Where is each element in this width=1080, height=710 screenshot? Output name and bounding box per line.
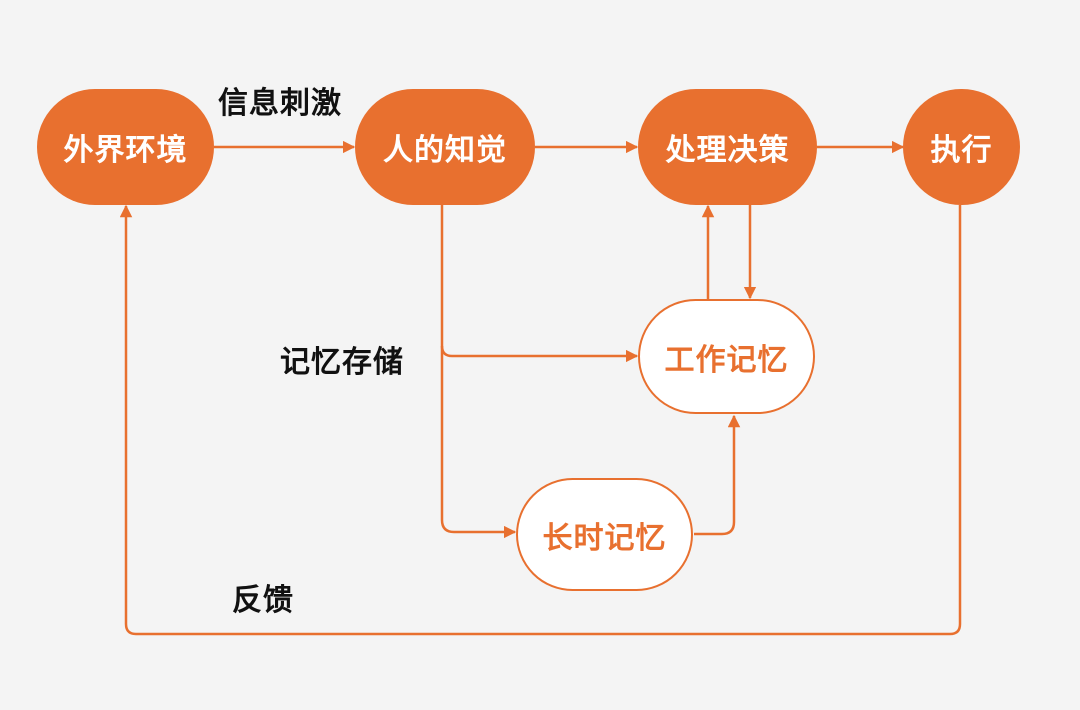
node-long-term-memory: 长时记忆 [516,478,693,591]
arrow-feedback-loop [119,204,962,636]
arrow-perception-to-working-memory [440,205,639,363]
node-decision: 处理决策 [638,89,817,205]
label-stimulus: 信息刺激 [218,86,342,121]
label-memory-storage: 记忆存储 [280,345,404,380]
arrow-long-term-memory-to-working-memory [694,414,741,536]
node-working-memory: 工作记忆 [638,299,815,414]
arrow-perception-to-long-term-memory [440,346,517,539]
node-environment: 外界环境 [37,89,214,205]
label-feedback: 反馈 [232,583,294,618]
node-execution: 执行 [903,89,1020,205]
node-perception: 人的知觉 [355,89,535,205]
